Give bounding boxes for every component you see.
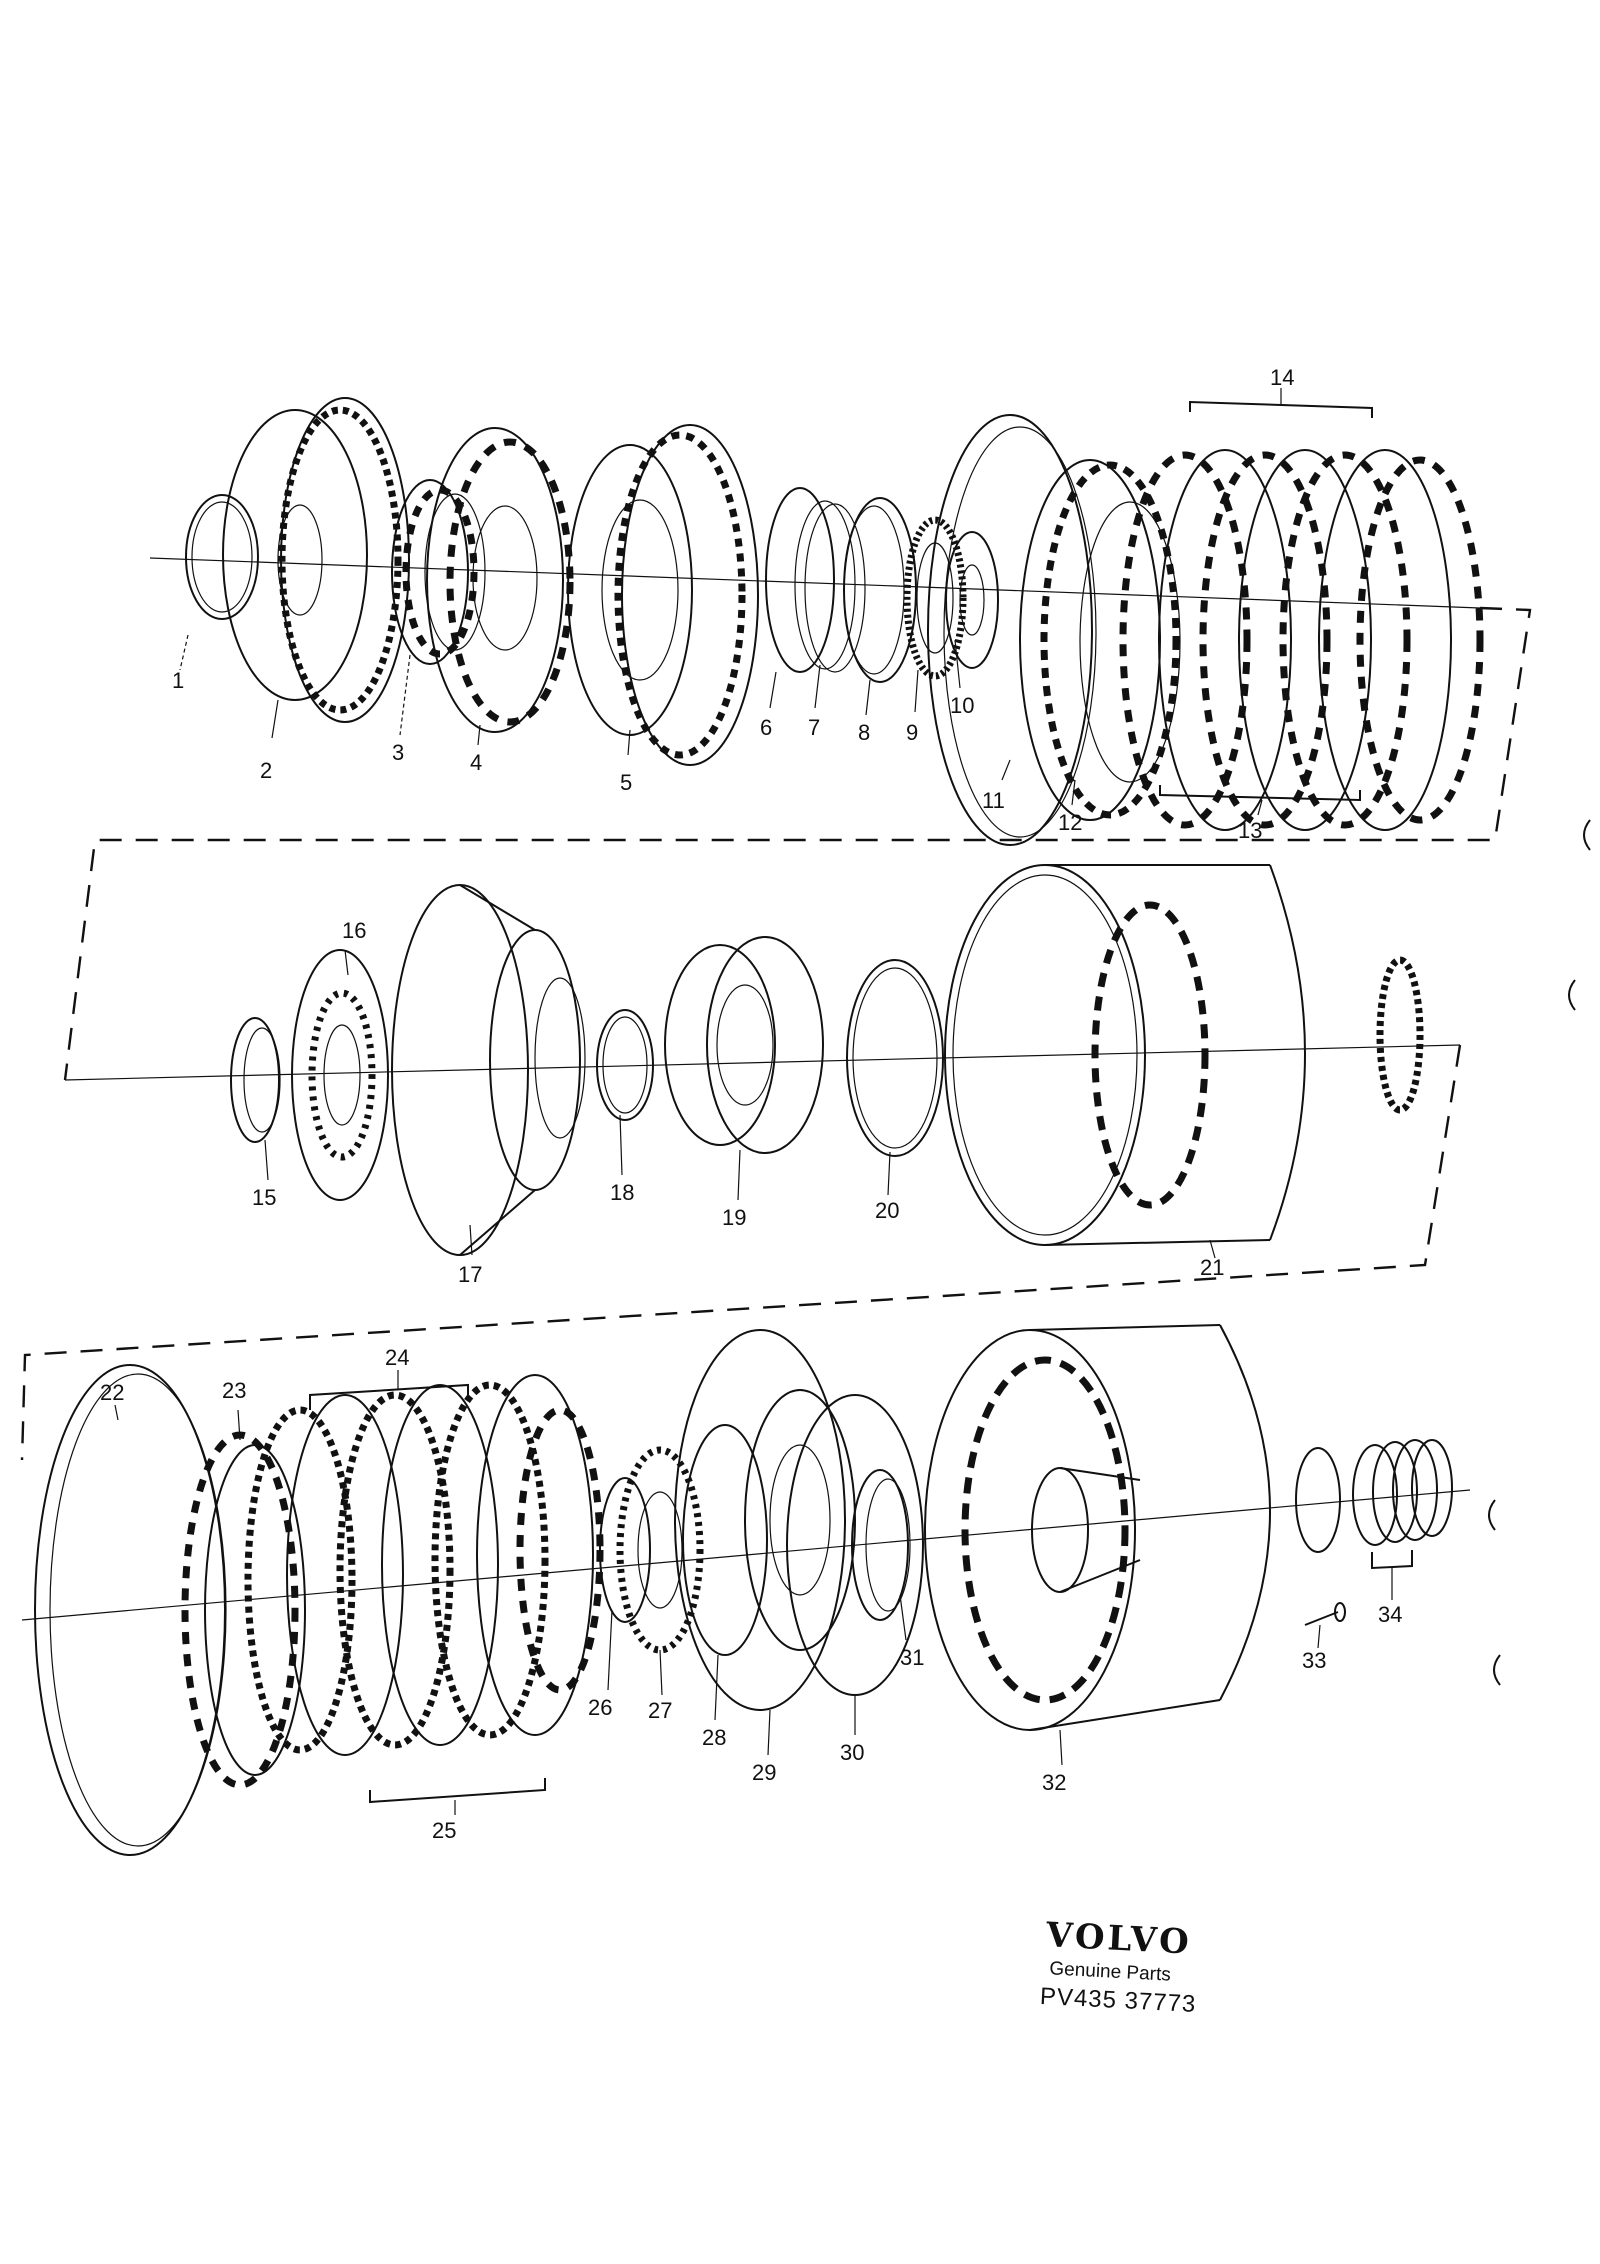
connector-row2-row3 (20, 1044, 1462, 1461)
part-5-ring-gear (567, 424, 759, 766)
label-part-29: 29 (752, 1760, 776, 1785)
part-13-14-clutch-plates (1119, 449, 1484, 831)
part-number-labels: 1 2 3 4 5 6 7 8 9 10 11 12 13 14 15 16 1… (100, 365, 1402, 1843)
label-part-18: 18 (610, 1180, 634, 1205)
part-24-25-clutch-plates (244, 1374, 604, 1756)
part-32-clutch-drum (924, 1324, 1341, 1731)
row-1-assembly (149, 397, 1484, 846)
label-part-22: 22 (100, 1380, 124, 1405)
brand-subtitle: Genuine Parts (1049, 1958, 1171, 1985)
part-29-piston (674, 1329, 856, 1711)
label-part-32: 32 (1042, 1770, 1066, 1795)
label-part-15: 15 (252, 1185, 276, 1210)
part-21-clutch-drum (944, 864, 1424, 1246)
part-33-screw (1304, 1602, 1346, 1626)
label-part-6: 6 (760, 715, 772, 740)
part-8-ring (843, 497, 917, 683)
part-2-drum (222, 397, 410, 723)
label-part-2: 2 (260, 758, 272, 783)
label-part-24: 24 (385, 1345, 409, 1370)
label-part-1: 1 (172, 668, 184, 693)
label-part-23: 23 (222, 1378, 246, 1403)
leader-lines (114, 388, 1393, 1815)
label-part-16: 16 (342, 918, 366, 943)
part-code: PV435 37773 (1039, 1983, 1197, 2018)
label-part-33: 33 (1302, 1648, 1326, 1673)
part-28-seal (682, 1424, 768, 1656)
label-part-25: 25 (432, 1818, 456, 1843)
label-part-13: 13 (1238, 818, 1262, 843)
label-part-5: 5 (620, 770, 632, 795)
label-part-4: 4 (470, 750, 482, 775)
label-part-9: 9 (906, 720, 918, 745)
part-7-spring (794, 500, 866, 673)
part-6-ring (765, 487, 835, 673)
part-3-sprag-clutch (391, 479, 486, 665)
label-part-3: 3 (392, 740, 404, 765)
part-1-snap-ring (185, 494, 259, 620)
label-part-28: 28 (702, 1725, 726, 1750)
part-15-ring (230, 1017, 281, 1143)
part-31-seal (851, 1469, 911, 1621)
label-part-8: 8 (858, 720, 870, 745)
label-part-7: 7 (808, 715, 820, 740)
label-part-31: 31 (900, 1645, 924, 1670)
row-2-assembly (64, 864, 1461, 1256)
label-part-30: 30 (840, 1740, 864, 1765)
brand-logo: VOLVO (1044, 1915, 1193, 1963)
label-part-27: 27 (648, 1698, 672, 1723)
label-part-26: 26 (588, 1695, 612, 1720)
part-4-gear (426, 427, 574, 733)
brand-block: VOLVO Genuine Parts PV435 37773 (1039, 1915, 1197, 2018)
part-16-spring-plate (291, 949, 389, 1201)
part-34-spring (1352, 1439, 1453, 1546)
label-part-14: 14 (1270, 365, 1294, 390)
part-17-piston (391, 884, 586, 1256)
part-10-washer (945, 531, 999, 669)
part-22-snap-ring (34, 1364, 227, 1856)
part-26-ring (599, 1477, 651, 1623)
margin-marks (1488, 819, 1591, 1686)
part-23-plate (181, 1431, 306, 1789)
part-20-seal (846, 959, 944, 1157)
label-part-17: 17 (458, 1262, 482, 1287)
label-part-19: 19 (722, 1205, 746, 1230)
label-part-11: 11 (982, 788, 1005, 813)
label-part-10: 10 (950, 693, 974, 718)
label-part-21: 21 (1200, 1255, 1224, 1280)
label-part-34: 34 (1378, 1602, 1402, 1627)
part-18-seal (596, 1009, 654, 1121)
part-27-spring-plate (616, 1446, 704, 1654)
label-part-20: 20 (875, 1198, 899, 1223)
row-3-assembly (21, 1324, 1471, 1856)
part-11-snap-ring (927, 414, 1097, 846)
label-part-12: 12 (1058, 810, 1082, 835)
connector-row1-row2 (63, 606, 1532, 1081)
part-12-clutch-hub (1019, 459, 1181, 821)
part-19-piston-hub (664, 936, 824, 1154)
